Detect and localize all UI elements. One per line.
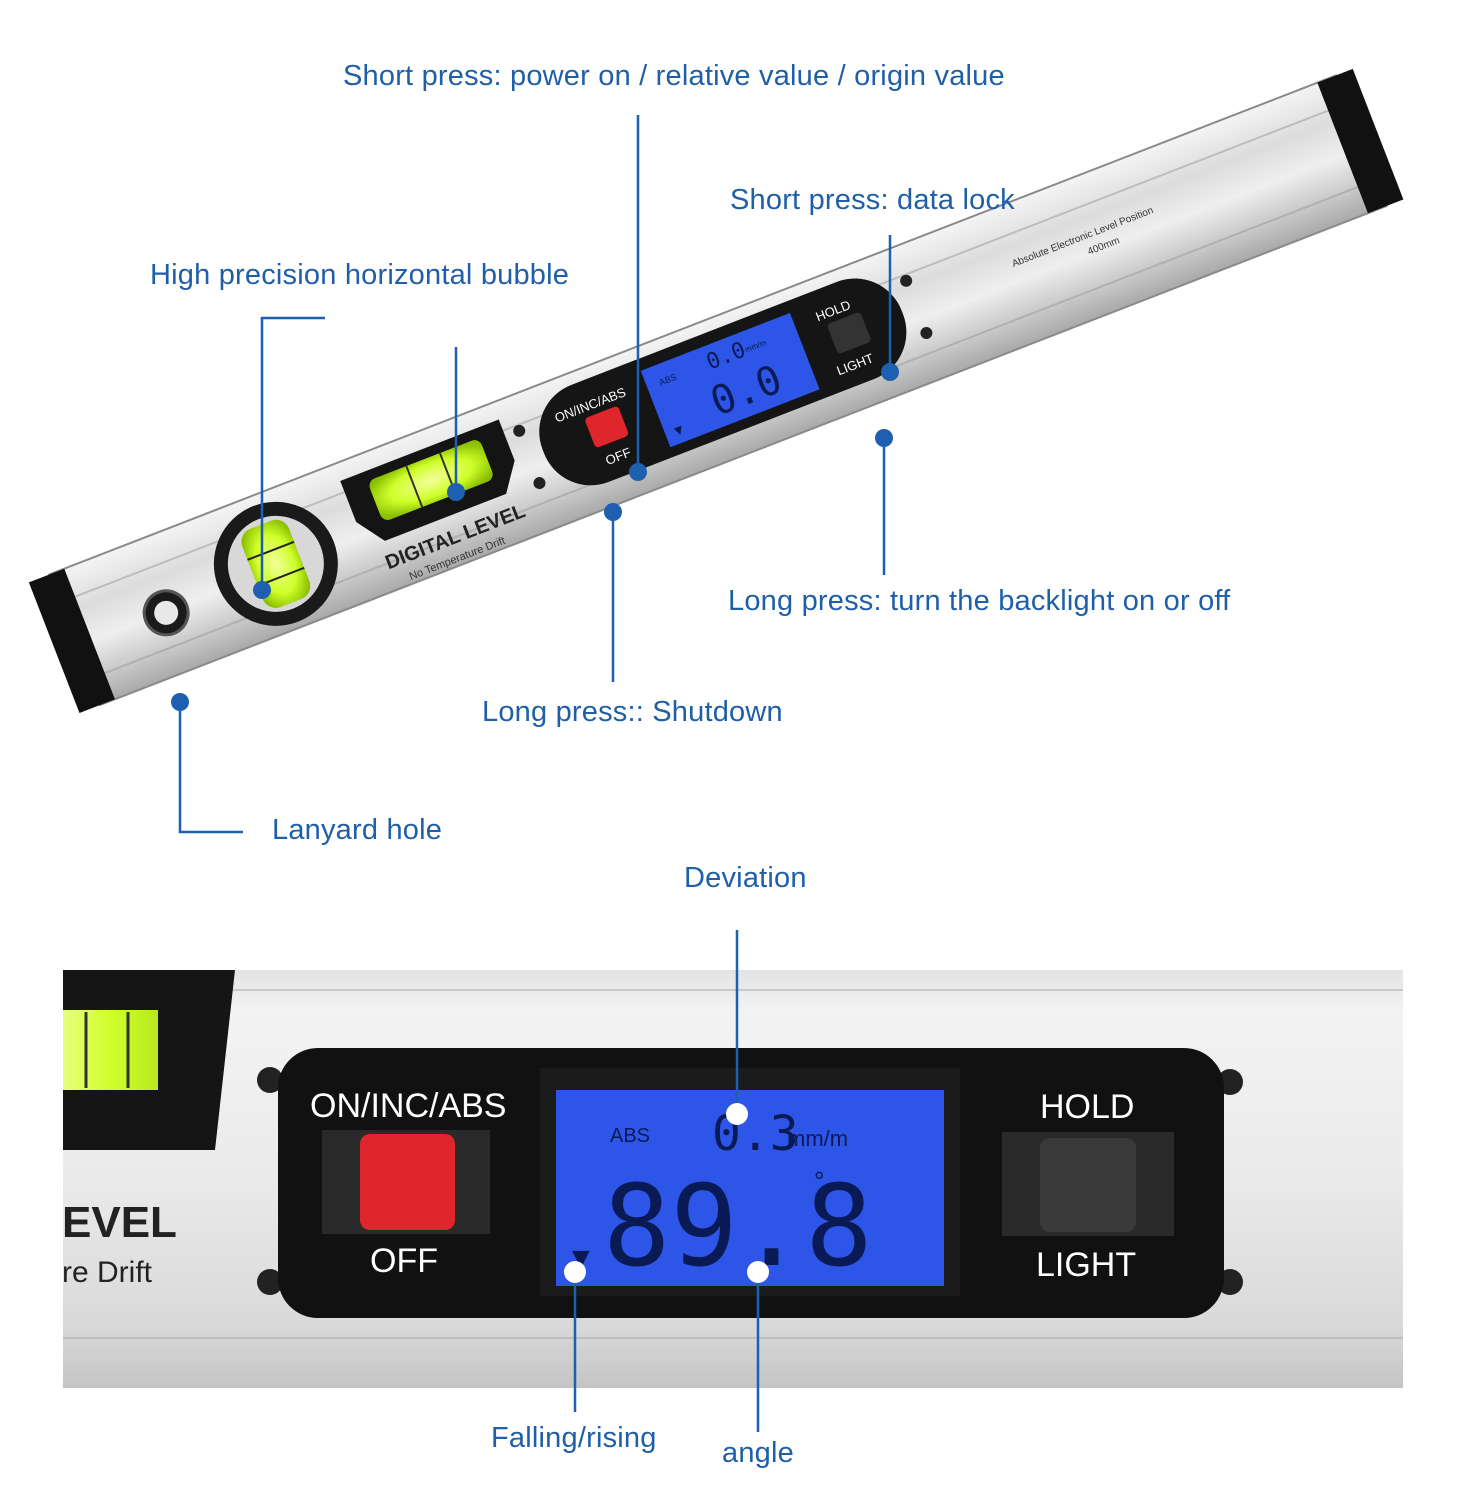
- bottom-lcd-degree: °: [814, 1166, 824, 1196]
- callout-falling: Falling/rising: [491, 1422, 657, 1454]
- callout-angle: angle: [722, 1437, 794, 1469]
- bottom-brand-partial: EVEL: [62, 1198, 177, 1247]
- bottom-bubble-vial: [63, 1010, 158, 1090]
- bottom-hold-label: HOLD: [1040, 1088, 1134, 1126]
- top-lcd-screen: [640, 312, 820, 448]
- screw-icon: [257, 1269, 283, 1295]
- bottom-lcd-small-value: 0.3: [712, 1106, 799, 1162]
- left-end-cap: [28, 568, 115, 713]
- callout-backlight: Long press: turn the backlight on or off: [728, 585, 1231, 617]
- callout-deviation: Deviation: [684, 862, 807, 894]
- bottom-hold-button[interactable]: [1040, 1138, 1136, 1232]
- control-panel: ON/INC/ABS OFF ABS 0.0 mm/m 0.0 ▼ HOLD L…: [513, 274, 933, 490]
- bottom-off-label: OFF: [370, 1242, 438, 1280]
- callout-lanyard: Lanyard hole: [272, 814, 443, 846]
- top-level-illustration: DIGITAL LEVEL No Temperature Drift ON/IN…: [28, 68, 1404, 834]
- bottom-left-button-label: ON/INC/ABS: [310, 1087, 506, 1125]
- top-pointer-lines: [178, 115, 892, 834]
- bottom-tagline-partial: re Drift: [62, 1256, 153, 1289]
- top-pointer-dots: [171, 363, 899, 711]
- digital-level-body: DIGITAL LEVEL No Temperature Drift ON/IN…: [28, 68, 1404, 713]
- right-end-cap: [1317, 68, 1404, 214]
- callout-hold: Short press: data lock: [730, 184, 1015, 216]
- bottom-lcd-mode: ABS: [610, 1125, 650, 1147]
- bottom-lcd-screen: [556, 1090, 944, 1286]
- bottom-lcd-big-value: 89.8: [603, 1162, 873, 1292]
- top-lcd-arrow: ▼: [669, 420, 688, 440]
- bottom-pointer-lines: [573, 930, 760, 1432]
- callout-bubble: High precision horizontal bubble: [150, 259, 570, 291]
- bottom-pointer-dots: [564, 1103, 769, 1283]
- callout-power: Short press: power on / relative value /…: [343, 60, 1005, 92]
- screw-icon: [257, 1067, 283, 1093]
- top-hold-button[interactable]: [827, 311, 872, 354]
- bottom-light-label: LIGHT: [1036, 1246, 1136, 1284]
- top-power-button[interactable]: [584, 406, 629, 449]
- bottom-power-button[interactable]: [360, 1134, 455, 1230]
- callout-shutdown: Long press:: Shutdown: [482, 696, 783, 728]
- bottom-lcd-unit: mm/m: [787, 1126, 848, 1151]
